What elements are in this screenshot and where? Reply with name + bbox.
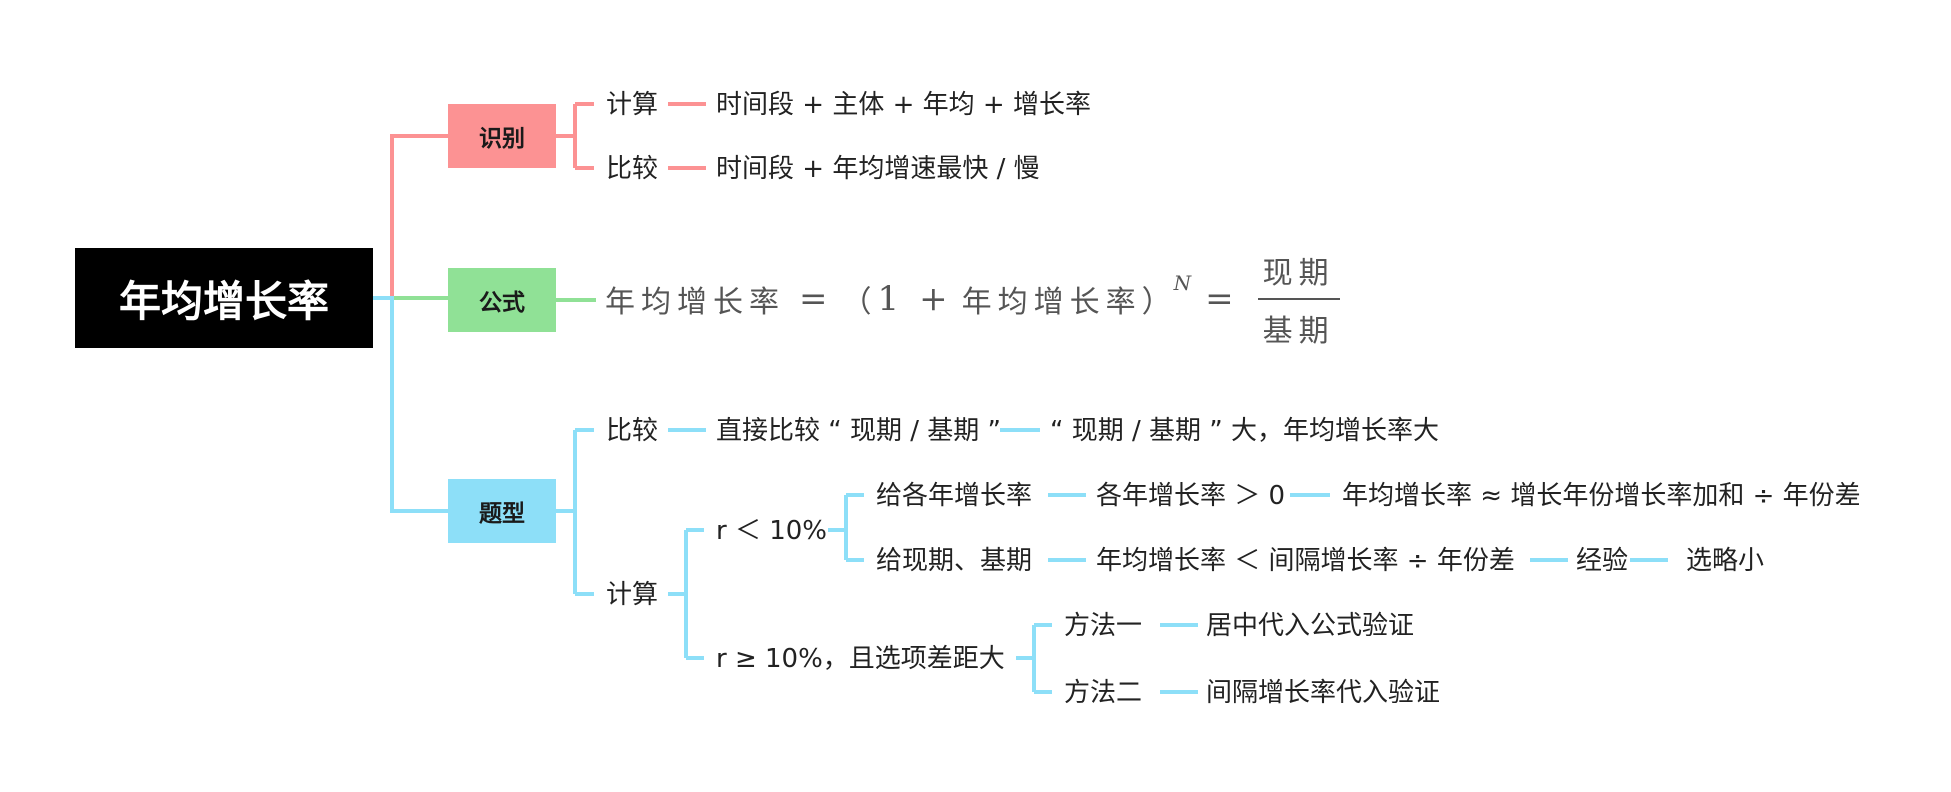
formula-plus: +	[919, 279, 948, 319]
formula-lhs: 年均增长率	[605, 285, 785, 320]
identify-compare-text: 时间段 + 年均增速最快 / 慢	[716, 154, 1040, 184]
formula-close-paren: ）	[1141, 285, 1172, 320]
category-formula-label: 公式	[479, 290, 525, 316]
small-a-label: 给各年增长率	[876, 481, 1033, 511]
connector-large-bracket	[1016, 623, 1052, 694]
small-b-label: 给现期、基期	[876, 546, 1033, 576]
calc-large-label: r ≥ 10%，且选项差距大	[716, 644, 1005, 674]
connector-small-bracket	[828, 493, 864, 562]
category-formula: 公式	[448, 268, 556, 332]
types-compare-label: 比较	[606, 416, 659, 446]
identify-compare-label: 比较	[606, 154, 659, 184]
calc-small-label: r ＜ 10%	[716, 516, 828, 546]
formula-equals: =	[799, 279, 828, 319]
formula-denominator: 基期	[1262, 314, 1335, 349]
connector-identify-leaves	[668, 102, 706, 170]
category-types-label: 题型	[479, 501, 525, 527]
category-identify: 识别	[448, 104, 556, 168]
large-m2-label: 方法二	[1064, 678, 1143, 708]
fraction-bar	[1257, 298, 1340, 300]
formula-fraction: 现期 基期	[1257, 248, 1340, 350]
connector-types-bracket	[556, 428, 594, 596]
small-a-cond: 各年增长率 ＞ 0	[1096, 481, 1286, 511]
root-title: 年均增长率	[118, 276, 329, 326]
types-compare-step1: 直接比较 “ 现期 / 基期 ”	[716, 416, 1002, 446]
large-m1-label: 方法一	[1064, 611, 1143, 641]
small-a-result: 年均增长率 ≈ 增长年份增长率加和 ÷ 年份差	[1342, 481, 1861, 511]
connector-root-identify	[373, 134, 448, 300]
formula-inner: 年均增长率	[961, 285, 1142, 320]
formula-one: 1	[877, 279, 900, 319]
connector-calc-bracket	[668, 528, 704, 660]
large-m2-text: 间隔增长率代入验证	[1206, 678, 1441, 708]
identify-calc-text: 时间段 + 主体 + 年均 + 增长率	[716, 90, 1091, 120]
small-b-cond: 年均增长率 ＜ 间隔增长率 ÷ 年份差	[1096, 546, 1515, 576]
category-identify-label: 识别	[479, 126, 525, 152]
formula-open-paren: （	[841, 285, 872, 320]
formula-numerator: 现期	[1262, 256, 1335, 291]
formula-expression: 年均增长率 = （ 1 + 年均增长率 ） N = 现期 基期	[605, 254, 1340, 349]
identify-calc-label: 计算	[606, 90, 659, 120]
category-types: 题型	[448, 479, 556, 543]
formula-exponent: N	[1173, 271, 1192, 295]
types-compare-step2: “ 现期 / 基期 ” 大，年均增长率大	[1050, 416, 1440, 446]
large-m1-text: 居中代入公式验证	[1206, 611, 1415, 641]
connector-large-leaves	[1160, 623, 1198, 694]
small-b-exp: 经验	[1576, 546, 1629, 576]
connector-identify-bracket	[556, 102, 594, 170]
connector-root-types	[373, 296, 448, 513]
formula-equals-2: =	[1205, 279, 1234, 319]
small-b-result: 选略小	[1686, 546, 1765, 576]
types-calc-label: 计算	[606, 580, 659, 610]
root-node: 年均增长率	[75, 248, 373, 348]
